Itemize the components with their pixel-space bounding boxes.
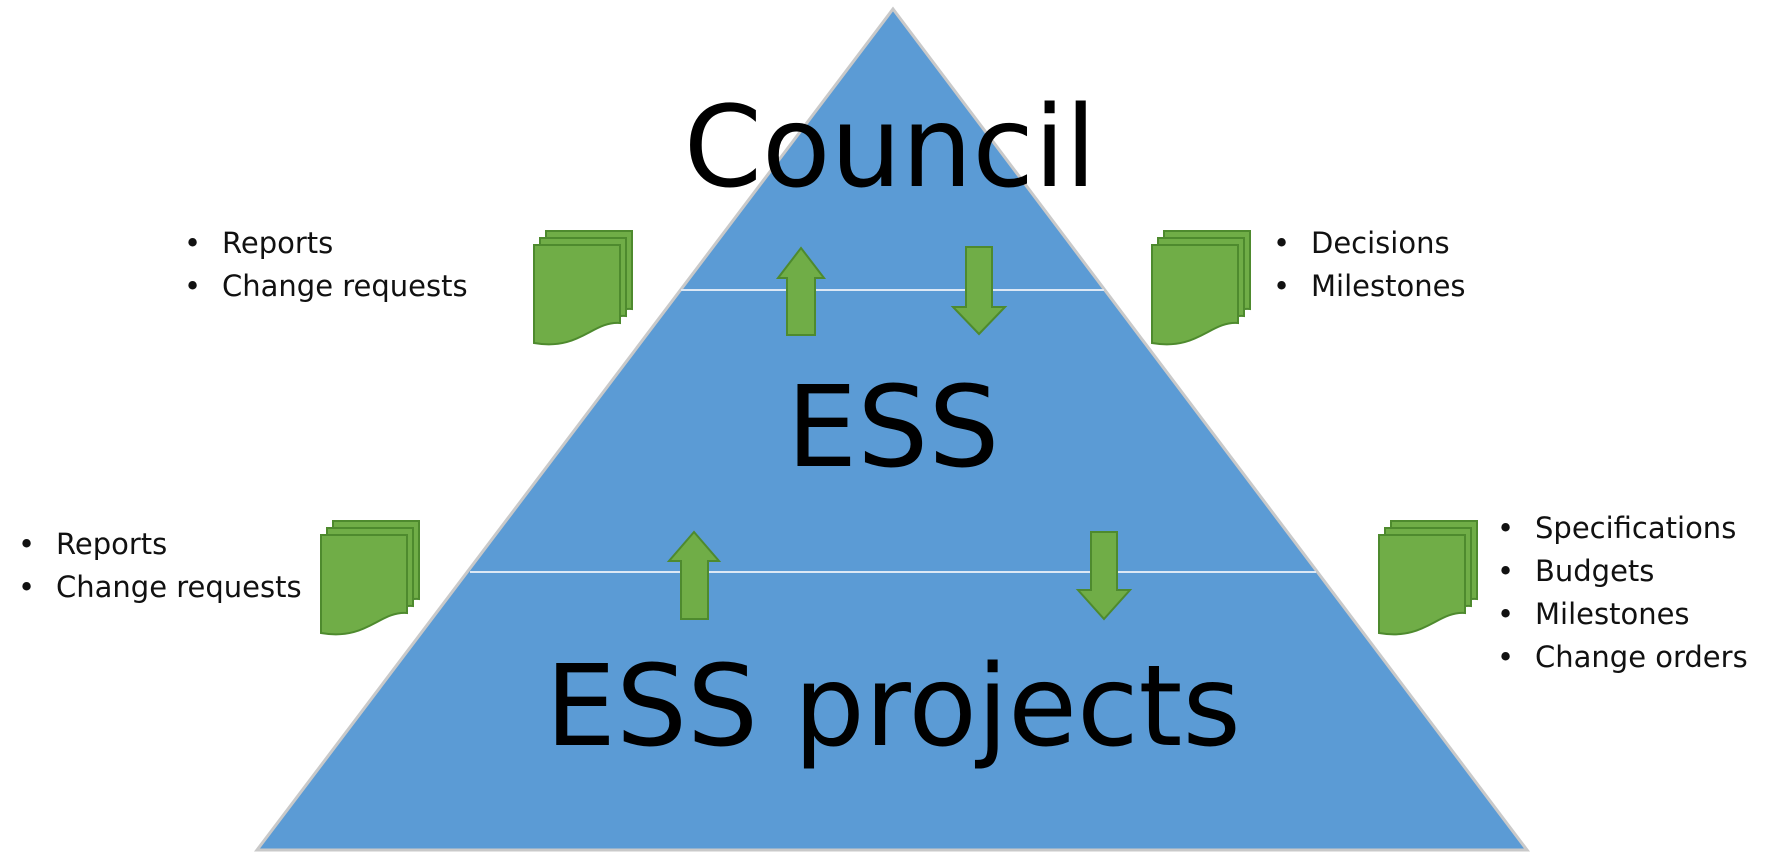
arrow-down-icon [1075,531,1133,621]
multiple-documents-icon [1378,520,1478,636]
level-label-ess: ESS [787,363,1000,493]
list-item: Change requests [10,566,302,609]
list-item: Decisions [1265,222,1466,265]
list-item: Milestones [1265,265,1466,308]
list-upper-right: DecisionsMilestones [1265,222,1466,308]
multiple-documents-icon [1151,230,1251,346]
list-item: Reports [10,523,302,566]
list-item: Reports [176,222,468,265]
level-label-council: Council [684,83,1097,213]
level-label-ess-projects: ESS projects [545,642,1241,772]
list-upper-left: ReportsChange requests [176,222,468,308]
list-lower-right: SpecificationsBudgetsMilestonesChange or… [1489,507,1748,679]
arrow-down-icon [950,246,1008,336]
list-item: Change requests [176,265,468,308]
list-item: Budgets [1489,550,1748,593]
multiple-documents-icon [320,520,420,636]
list-item: Specifications [1489,507,1748,550]
multiple-documents-icon [533,230,633,346]
pyramid [253,6,1531,852]
arrow-up-icon [666,530,722,620]
arrow-up-icon [775,246,827,336]
list-item: Change orders [1489,636,1748,679]
list-lower-left: ReportsChange requests [10,523,302,609]
list-item: Milestones [1489,593,1748,636]
